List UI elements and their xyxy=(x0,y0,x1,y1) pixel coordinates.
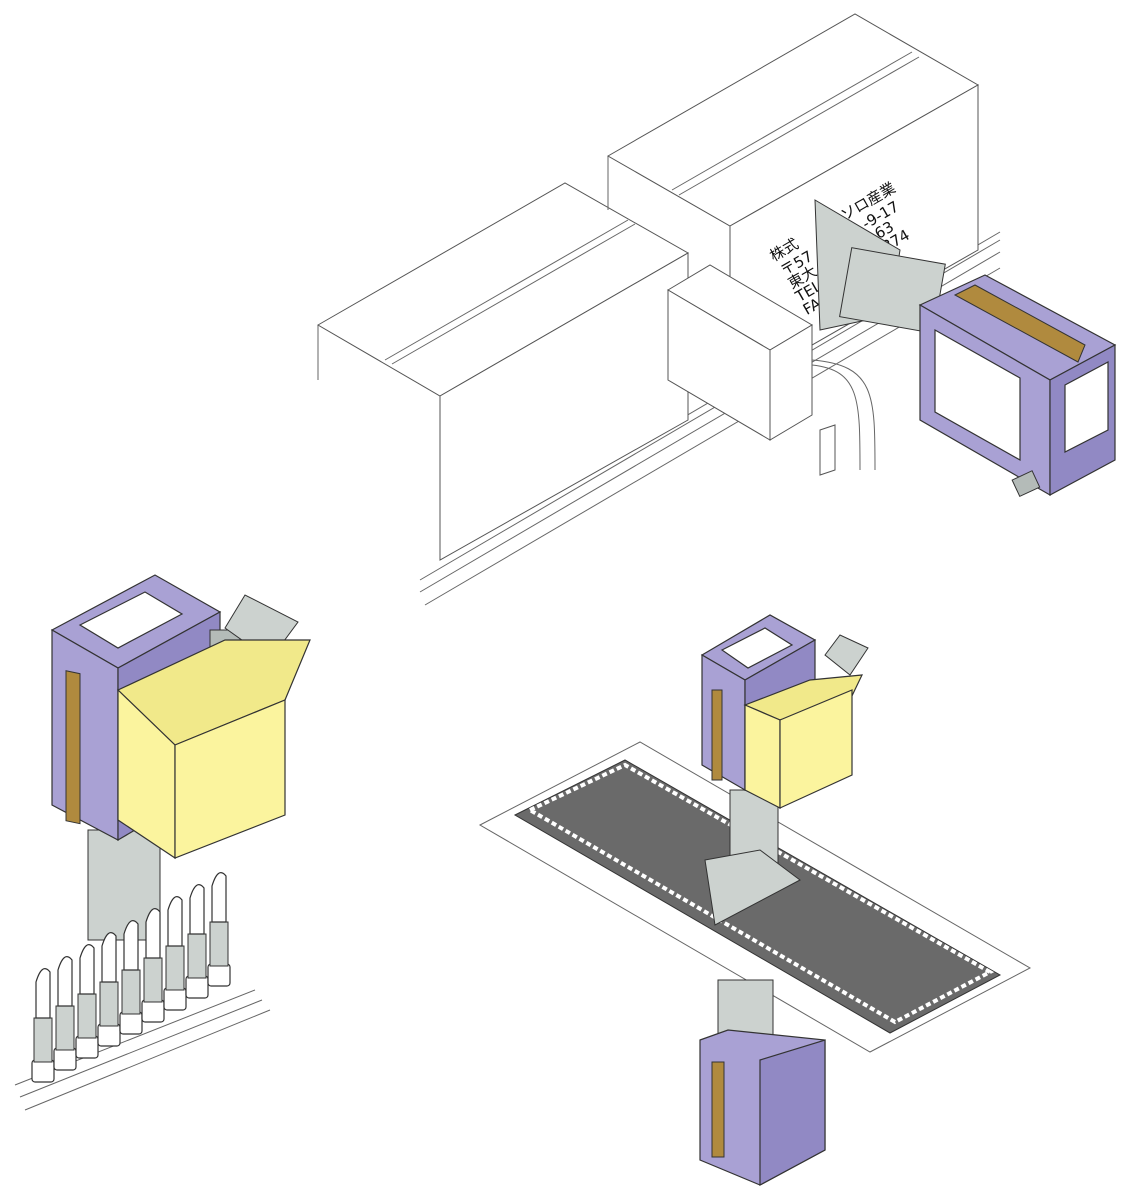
carton-conveyor-scene: 株式 〒57 東大 TEL FA ソロ産業 -9-17 63 374 xyxy=(317,13,1117,606)
carton-open-left xyxy=(116,639,311,860)
lipstick xyxy=(141,908,165,1023)
print-head-bottom xyxy=(699,1029,826,1187)
lipstick xyxy=(75,944,99,1059)
carton-open-right xyxy=(743,674,864,809)
lipstick-scene xyxy=(14,574,311,1111)
lipstick xyxy=(185,884,209,999)
lipstick xyxy=(119,920,143,1035)
carton-left xyxy=(317,182,690,561)
mesh-conveyor-scene xyxy=(478,614,1032,1187)
sensor-unit xyxy=(667,264,876,476)
lipstick xyxy=(207,872,231,987)
print-head-top xyxy=(814,199,1117,498)
lipstick xyxy=(97,932,121,1047)
lipstick-row xyxy=(31,872,231,1083)
lipstick xyxy=(163,896,187,1011)
lipstick xyxy=(53,956,77,1071)
lipstick xyxy=(31,968,55,1083)
